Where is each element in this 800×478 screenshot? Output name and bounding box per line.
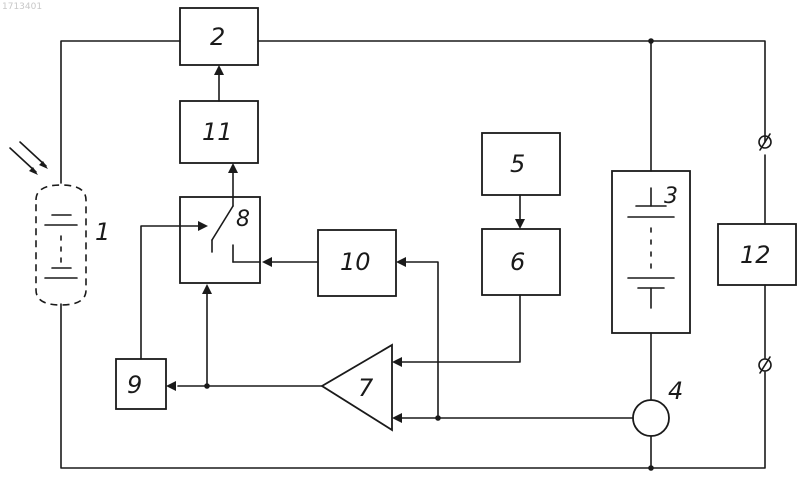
label-9: 9 bbox=[127, 371, 142, 399]
arrow-10-to-8 bbox=[262, 257, 272, 267]
arrow-4-to-7 bbox=[392, 413, 402, 423]
label-2: 2 bbox=[210, 23, 225, 51]
terminal-upper-icon bbox=[759, 134, 771, 150]
label-4: 4 bbox=[668, 377, 683, 405]
photocell-element-1 bbox=[36, 185, 86, 305]
document-stamp: 1713401 bbox=[2, 2, 42, 12]
arrow-4-to-10 bbox=[396, 257, 406, 267]
label-1: 1 bbox=[95, 218, 110, 246]
sensor-4 bbox=[633, 400, 669, 436]
arrow-6-to-7 bbox=[392, 357, 402, 367]
arrow-5-to-6 bbox=[515, 219, 525, 229]
label-7: 7 bbox=[358, 374, 374, 402]
label-8: 8 bbox=[236, 207, 250, 232]
comparator-7 bbox=[322, 345, 392, 430]
light-rays-icon bbox=[10, 142, 48, 175]
arrow-11-to-2 bbox=[214, 65, 224, 75]
label-6: 6 bbox=[510, 248, 525, 276]
arrow-7-to-9 bbox=[166, 381, 176, 391]
arrow-9-to-8 bbox=[198, 221, 208, 231]
label-5: 5 bbox=[510, 150, 525, 178]
arrow-8-to-11 bbox=[228, 163, 238, 173]
label-12: 12 bbox=[740, 241, 771, 269]
label-10: 10 bbox=[340, 248, 371, 276]
label-11: 11 bbox=[202, 118, 233, 146]
terminal-lower-icon bbox=[759, 357, 771, 373]
arrow-7-to-8 bbox=[202, 284, 212, 294]
